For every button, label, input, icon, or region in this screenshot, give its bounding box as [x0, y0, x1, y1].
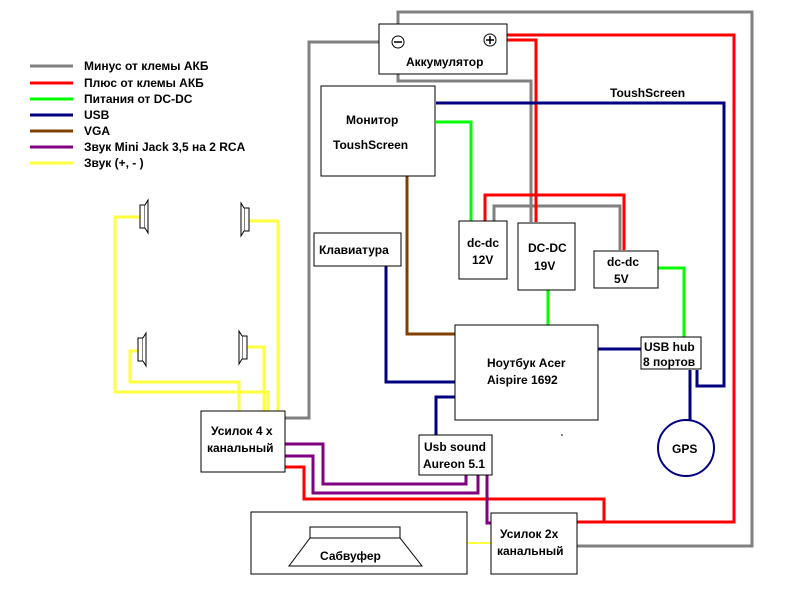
- legend-label-vga: VGA: [84, 124, 110, 138]
- usbhub-label-2: 8 портов: [643, 355, 695, 369]
- usb-sound-card: Usb sound Aureon 5.1: [418, 434, 493, 476]
- speaker-front-left-icon: [139, 198, 149, 235]
- legend-label-plus: Плюс от клемы АКБ: [84, 76, 204, 90]
- usbsound-label-2: Aureon 5.1: [423, 457, 485, 471]
- wire-plus-amp2: [489, 33, 736, 524]
- subwoofer-cone-icon: [288, 537, 424, 567]
- wire-speaker-front-left: [113, 215, 270, 411]
- dcdc12-label-1: dc-dc: [467, 236, 499, 250]
- subwoofer-top-icon: [309, 526, 401, 539]
- usbsound-label-1: Usb sound: [424, 440, 486, 454]
- touchscreen-wire-label: ToushScreen: [610, 86, 685, 100]
- legend-label-minus: Минус от клемы АКБ: [84, 59, 209, 73]
- wire-speaker-front-right: [249, 219, 280, 411]
- dcdc-5v: dc-dc 5V: [593, 250, 659, 289]
- amp2-label-1: Усилок 2х: [500, 527, 559, 541]
- amp2-label-2: канальный: [497, 544, 563, 558]
- speaker-rear-left-icon: [137, 331, 147, 368]
- amp4-label-2: канальный: [207, 441, 273, 455]
- wire-minijack-1: [285, 442, 468, 486]
- amp4-label-1: Усилок 4 х: [211, 424, 273, 438]
- keyboard-label: Клавиатура: [319, 243, 389, 257]
- legend-label-sound: Звук (+, - ): [84, 156, 144, 170]
- wire-minus-dcdc12-5: [492, 204, 622, 250]
- dcdc-12v: dc-dc 12V: [458, 220, 508, 280]
- legend-label-minijack: Звук Mini Jack 3,5 на 2 RCA: [84, 140, 246, 154]
- monitor-label-2: ToushScreen: [333, 138, 408, 152]
- gps: GPS: [657, 419, 715, 477]
- stray-dot: [561, 434, 563, 436]
- subwoofer: Сабвуфер: [250, 511, 468, 575]
- monitor: Монитор ToushScreen: [320, 85, 436, 177]
- wire-usb-keyboard: [384, 266, 455, 384]
- keyboard: Клавиатура: [313, 232, 402, 267]
- wire-vga: [405, 176, 455, 336]
- wire-dcdc5-usbhub: [658, 266, 686, 337]
- wire-minus-amp2: [396, 10, 754, 548]
- wire-dcdc12-monitor: [436, 120, 473, 221]
- speaker-front-right-icon: [240, 201, 250, 238]
- monitor-label-1: Монитор: [346, 113, 398, 127]
- amp-2-channel: Усилок 2х канальный: [490, 512, 578, 575]
- wire-minijack-sub: [485, 475, 492, 525]
- dcdc5-label-1: dc-dc: [607, 255, 639, 269]
- legend-label-usb: USB: [84, 108, 110, 122]
- laptop-label-1: Ноутбук Acer: [487, 356, 566, 370]
- subwoofer-label: Сабвуфер: [320, 549, 381, 563]
- battery: Аккумулятор: [378, 23, 508, 75]
- speaker-rear-right-icon: [238, 329, 248, 366]
- laptop-label-2: Aispire 1692: [487, 373, 558, 387]
- wire-usb-touchscreen: [436, 101, 726, 388]
- gps-label: GPS: [672, 442, 697, 456]
- wire-speaker-rear-left: [128, 349, 241, 411]
- dcdc12-label-2: 12V: [472, 253, 493, 267]
- laptop: Ноутбук Acer Aispire 1692: [454, 324, 599, 421]
- usb-hub: USB hub 8 портов: [640, 336, 702, 370]
- legend-label-dcdc: Питания от DC-DC: [84, 92, 193, 106]
- wire-speaker-rear-right: [247, 345, 266, 411]
- usbhub-label-1: USB hub: [644, 340, 695, 354]
- wire-usb-soundcard: [434, 395, 455, 435]
- dcdc5-label-2: 5V: [614, 272, 629, 286]
- dcdc-19v: DC-DC 19V: [517, 222, 576, 291]
- dcdc19-label-2: 19V: [534, 259, 555, 273]
- wire-plus-amp4: [285, 465, 606, 522]
- dcdc19-label-1: DC-DC: [528, 241, 567, 255]
- amp-4-channel: Усилок 4 х канальный: [200, 410, 286, 473]
- wire-minus-amp4: [285, 40, 398, 420]
- legend: Минус от клемы АКБ Плюс от клемы АКБ Пит…: [30, 59, 246, 170]
- wire-plus-dcdc12-5: [483, 193, 626, 250]
- wire-minijack-2: [285, 454, 480, 495]
- battery-label: Аккумулятор: [406, 55, 483, 69]
